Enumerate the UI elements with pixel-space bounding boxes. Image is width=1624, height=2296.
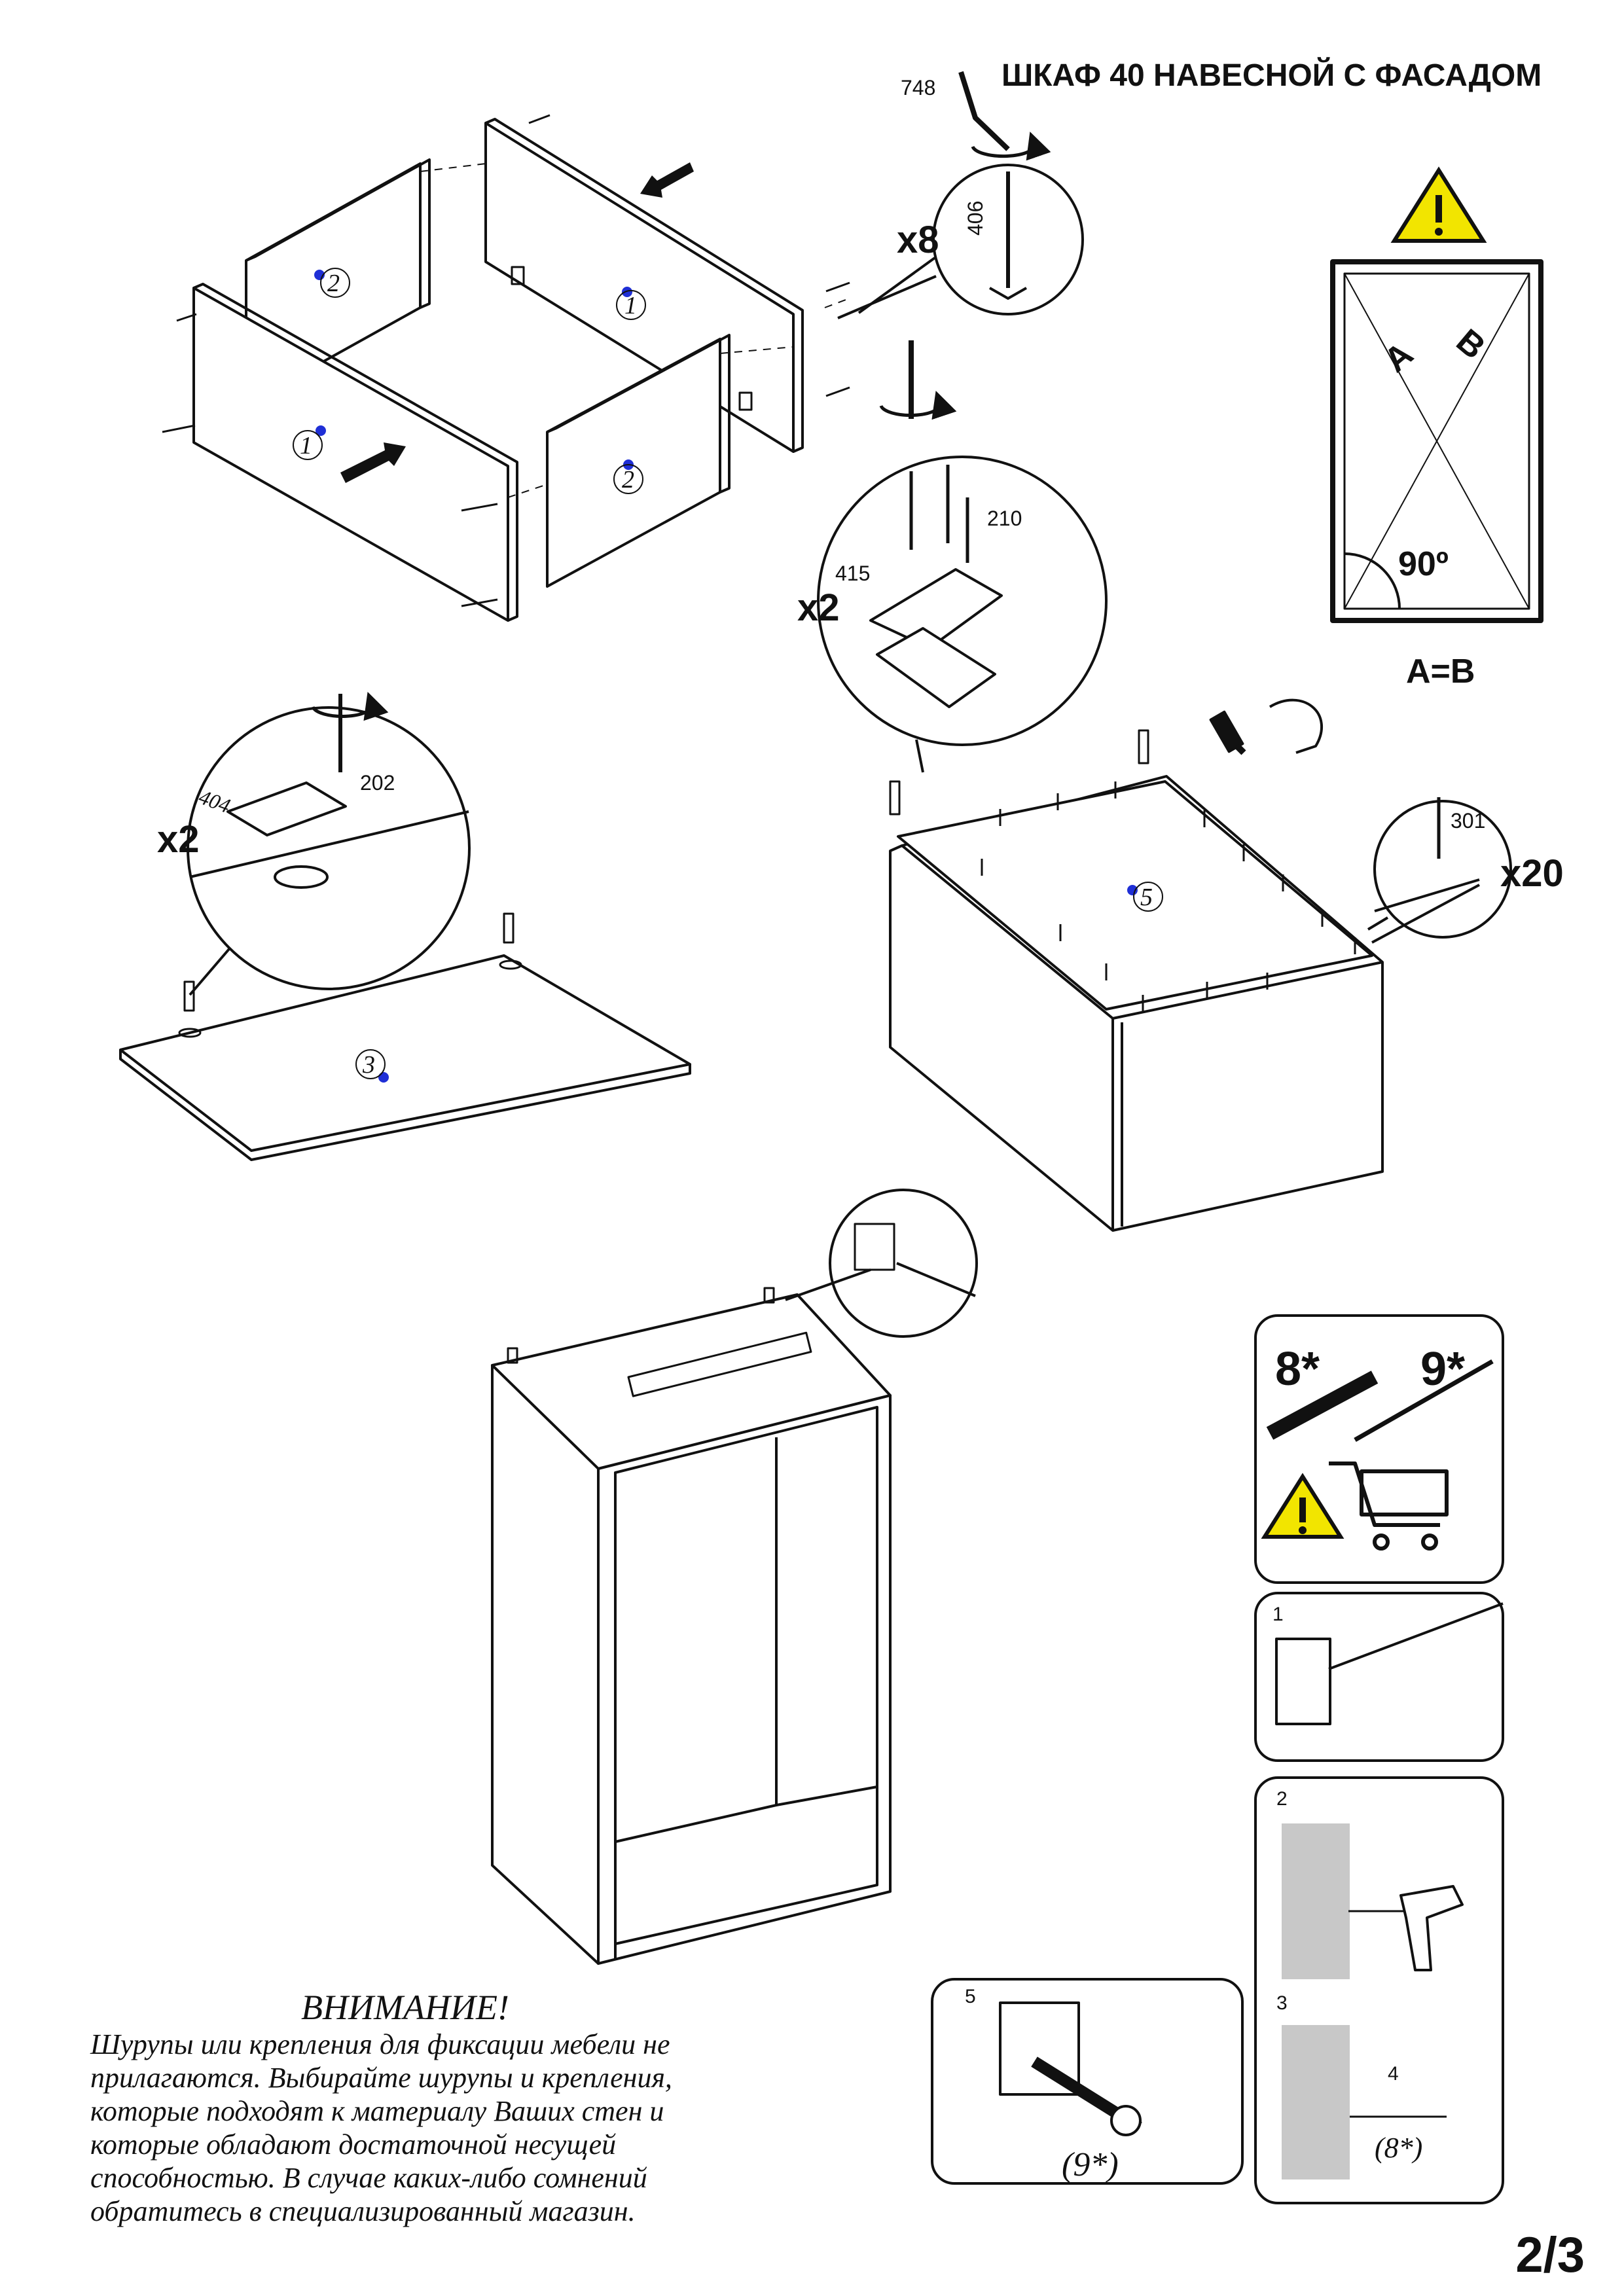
part-code: 301 [1451, 809, 1486, 833]
quantity-label: x2 [157, 818, 200, 861]
warning-line: которые обладают достаточной несущей [90, 2128, 617, 2161]
angle-label: 90º [1398, 545, 1449, 583]
quantity-label: x20 [1500, 852, 1564, 895]
step-number: 4 [1388, 2063, 1399, 2085]
tool-code: 748 [901, 76, 936, 99]
step-number: 2 [1276, 1788, 1288, 1810]
hinge-callout [187, 692, 471, 996]
warning-icon [1390, 166, 1487, 243]
mounting-plate-callout [817, 340, 1108, 773]
panel-number: 2 [622, 466, 634, 493]
part-code: 415 [835, 562, 871, 585]
bracket-callout [785, 1189, 978, 1338]
warning-line: способностью. В случае каких-либо сомнен… [90, 2162, 647, 2194]
quantity-label: x8 [897, 219, 939, 261]
panel-number: 2 [327, 270, 340, 297]
dowel-label: 8* [1275, 1343, 1320, 1395]
wall-cabinet [491, 1287, 892, 1965]
step5-box [931, 1978, 1244, 2185]
screw-label: 9* [1420, 1343, 1466, 1395]
page-title: ШКАФ 40 НАВЕСНОЙ С ФАСАДОМ [1001, 58, 1542, 93]
warning-text: Шурупы или крепления для фиксации мебели… [90, 2028, 850, 2228]
drill-icon [1399, 1885, 1464, 1971]
carcass-with-back-panel [889, 729, 1384, 1232]
part-code: 202 [360, 771, 395, 795]
step-number: 1 [1272, 1604, 1284, 1625]
step2-3-box [1254, 1776, 1504, 2204]
panel-number: 3 [363, 1051, 375, 1079]
shopping-cart-icon [1329, 1462, 1449, 1551]
panel-number: 1 [624, 292, 637, 319]
dowel-note: (8*) [1375, 2132, 1423, 2164]
quantity-label: x2 [797, 586, 840, 629]
carcass-exploded-view [162, 114, 852, 622]
panel-number: 5 [1140, 884, 1153, 911]
part-code: 210 [987, 507, 1022, 530]
top-panel [119, 912, 691, 1161]
step-number: 3 [1276, 1992, 1288, 2014]
part-code: 406 [964, 200, 987, 236]
page-number: 2/3 [1515, 2227, 1585, 2283]
formula-label: A=B [1406, 653, 1475, 691]
warning-icon [1261, 1473, 1344, 1539]
warning-line: Шурупы или крепления для фиксации мебели… [90, 2028, 670, 2060]
screw-note: (9*) [1062, 2146, 1119, 2183]
warning-line: которые подходят к материалу Ваших стен … [90, 2095, 664, 2127]
panel-number: 1 [300, 432, 312, 459]
step1-box [1254, 1592, 1504, 1762]
hammer-icon [1209, 698, 1324, 755]
cam-fitting-callout [837, 71, 1084, 319]
warning-line: прилагаются. Выбирайте шурупы и креплени… [90, 2062, 672, 2094]
warning-line: обратитесь в специализированный магазин. [90, 2195, 636, 2227]
fasteners-box [1254, 1314, 1504, 1584]
nail-callout [1367, 797, 1512, 944]
square-check-diagram [1330, 259, 1543, 623]
warning-title: ВНИМАНИЕ! [301, 1988, 509, 2027]
step-number: 5 [965, 1986, 976, 2007]
